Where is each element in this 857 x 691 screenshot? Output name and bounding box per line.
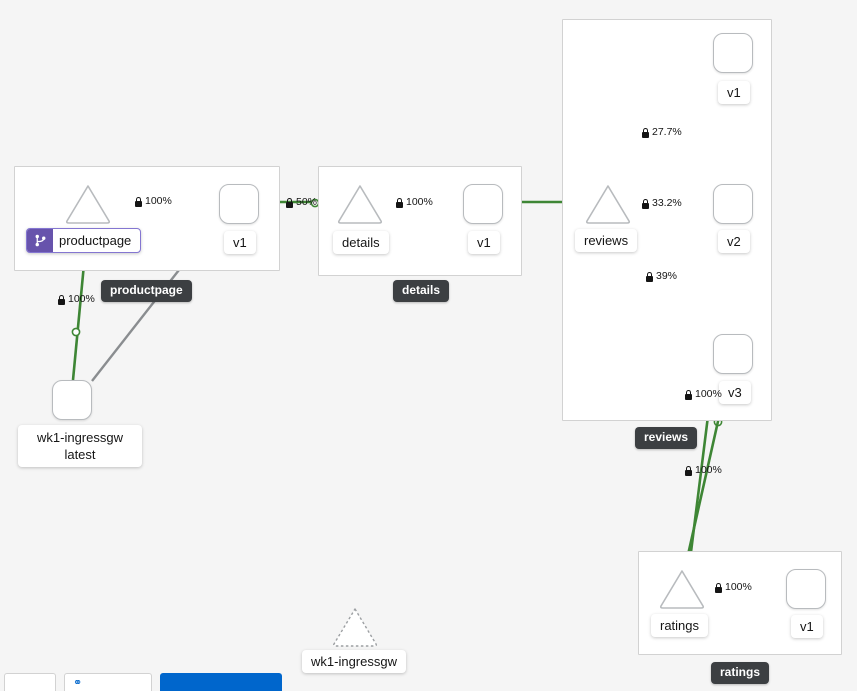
edge-pct: 100% [145, 195, 172, 207]
node-label-ratings-v1: v1 [791, 615, 823, 638]
node-label-wk1-ingressgw: wk1-ingressgw latest [18, 425, 142, 467]
virtualservice-code-branch-icon [27, 229, 53, 252]
edge-pct: 100% [695, 464, 722, 476]
toolbar-primary-button[interactable] [160, 673, 282, 691]
node-ratings-v1[interactable] [786, 569, 826, 609]
node-productpage-v1[interactable] [219, 184, 259, 224]
group-badge-ratings: ratings [711, 662, 770, 684]
mtls-lock-icon [134, 197, 143, 207]
node-label-reviews-v1: v1 [718, 81, 750, 104]
node-label-productpage-v1: v1 [224, 231, 256, 254]
node-reviews-v3[interactable] [713, 334, 753, 374]
graph-icon: ⚭ [73, 677, 83, 689]
code-branch-glyph [35, 234, 45, 247]
edge-label-productpage-app-to-v1: 100% [134, 196, 172, 207]
toolbar-legend-chip[interactable] [4, 673, 56, 691]
edge-pct: 100% [725, 581, 752, 593]
node-label-reviews-v3: v3 [719, 381, 751, 404]
mtls-lock-icon [641, 199, 650, 209]
node-label-details-app: details [333, 231, 389, 254]
bottom-toolbar: ⚭ [0, 672, 282, 691]
edge-label-ratings-app-to-v1: 100% [714, 582, 752, 593]
edge-label-reviews-to-v2: 33.2% [641, 198, 682, 209]
edge-label-reviews-v3-to-ratings: 100% [684, 389, 722, 400]
node-label-details-v1: v1 [468, 231, 500, 254]
node-label-wk1-ingressgw-outside: wk1-ingressgw [302, 650, 406, 673]
edge-pct: 27.7% [652, 126, 682, 138]
node-wk1-ingressgw[interactable] [52, 380, 92, 420]
toolbar-zoom-chip[interactable]: ⚭ [64, 673, 152, 691]
mtls-lock-icon [395, 198, 404, 208]
node-label-reviews-v2: v2 [718, 230, 750, 253]
edge-pct: 100% [406, 196, 433, 208]
edge-pct: 39% [656, 270, 678, 282]
app-triangle-icon [659, 570, 705, 609]
edge-pct: 100% [68, 293, 95, 305]
edge-label-details-app-to-v1: 100% [395, 197, 433, 208]
app-triangle-icon [65, 185, 111, 224]
group-badge-productpage: productpage [101, 280, 192, 302]
edge-pct: 50% [296, 196, 318, 208]
edge-label-reviews-to-v3: 39% [645, 271, 677, 282]
node-reviews-v1[interactable] [713, 33, 753, 73]
node-label-line1: wk1-ingressgw [37, 430, 123, 445]
node-label-ratings-app: ratings [651, 614, 709, 637]
edge-label-reviews-to-v1: 27.7% [641, 127, 682, 138]
edge-label-ingressgw-to-productpage-app: 100% [57, 294, 95, 305]
mtls-lock-icon [645, 272, 654, 282]
app-triangle-icon [337, 185, 383, 224]
node-reviews-v2[interactable] [713, 184, 753, 224]
node-label-reviews-app: reviews [575, 229, 638, 252]
edge-pct: 100% [695, 388, 722, 400]
edge-label-reviews-v2-to-ratings: 100% [684, 465, 722, 476]
mtls-lock-icon [684, 390, 693, 400]
mtls-lock-icon [57, 295, 66, 305]
node-details-v1[interactable] [463, 184, 503, 224]
mtls-lock-icon [641, 128, 650, 138]
edge-pct: 33.2% [652, 197, 682, 209]
group-badge-details: details [393, 280, 450, 302]
app-triangle-dashed-icon [333, 608, 377, 647]
app-triangle-icon [585, 185, 631, 224]
mtls-lock-icon [285, 198, 294, 208]
mtls-lock-icon [714, 583, 723, 593]
edge-label-productpage-v1-to-details: 50% [285, 197, 317, 208]
node-label-productpage-app: productpage [26, 228, 142, 253]
edge-midpoint-dot [71, 327, 81, 337]
node-label-line2: latest [64, 447, 96, 462]
mtls-lock-icon [684, 466, 693, 476]
node-label-text: productpage [59, 233, 132, 248]
group-badge-reviews: reviews [635, 427, 698, 449]
